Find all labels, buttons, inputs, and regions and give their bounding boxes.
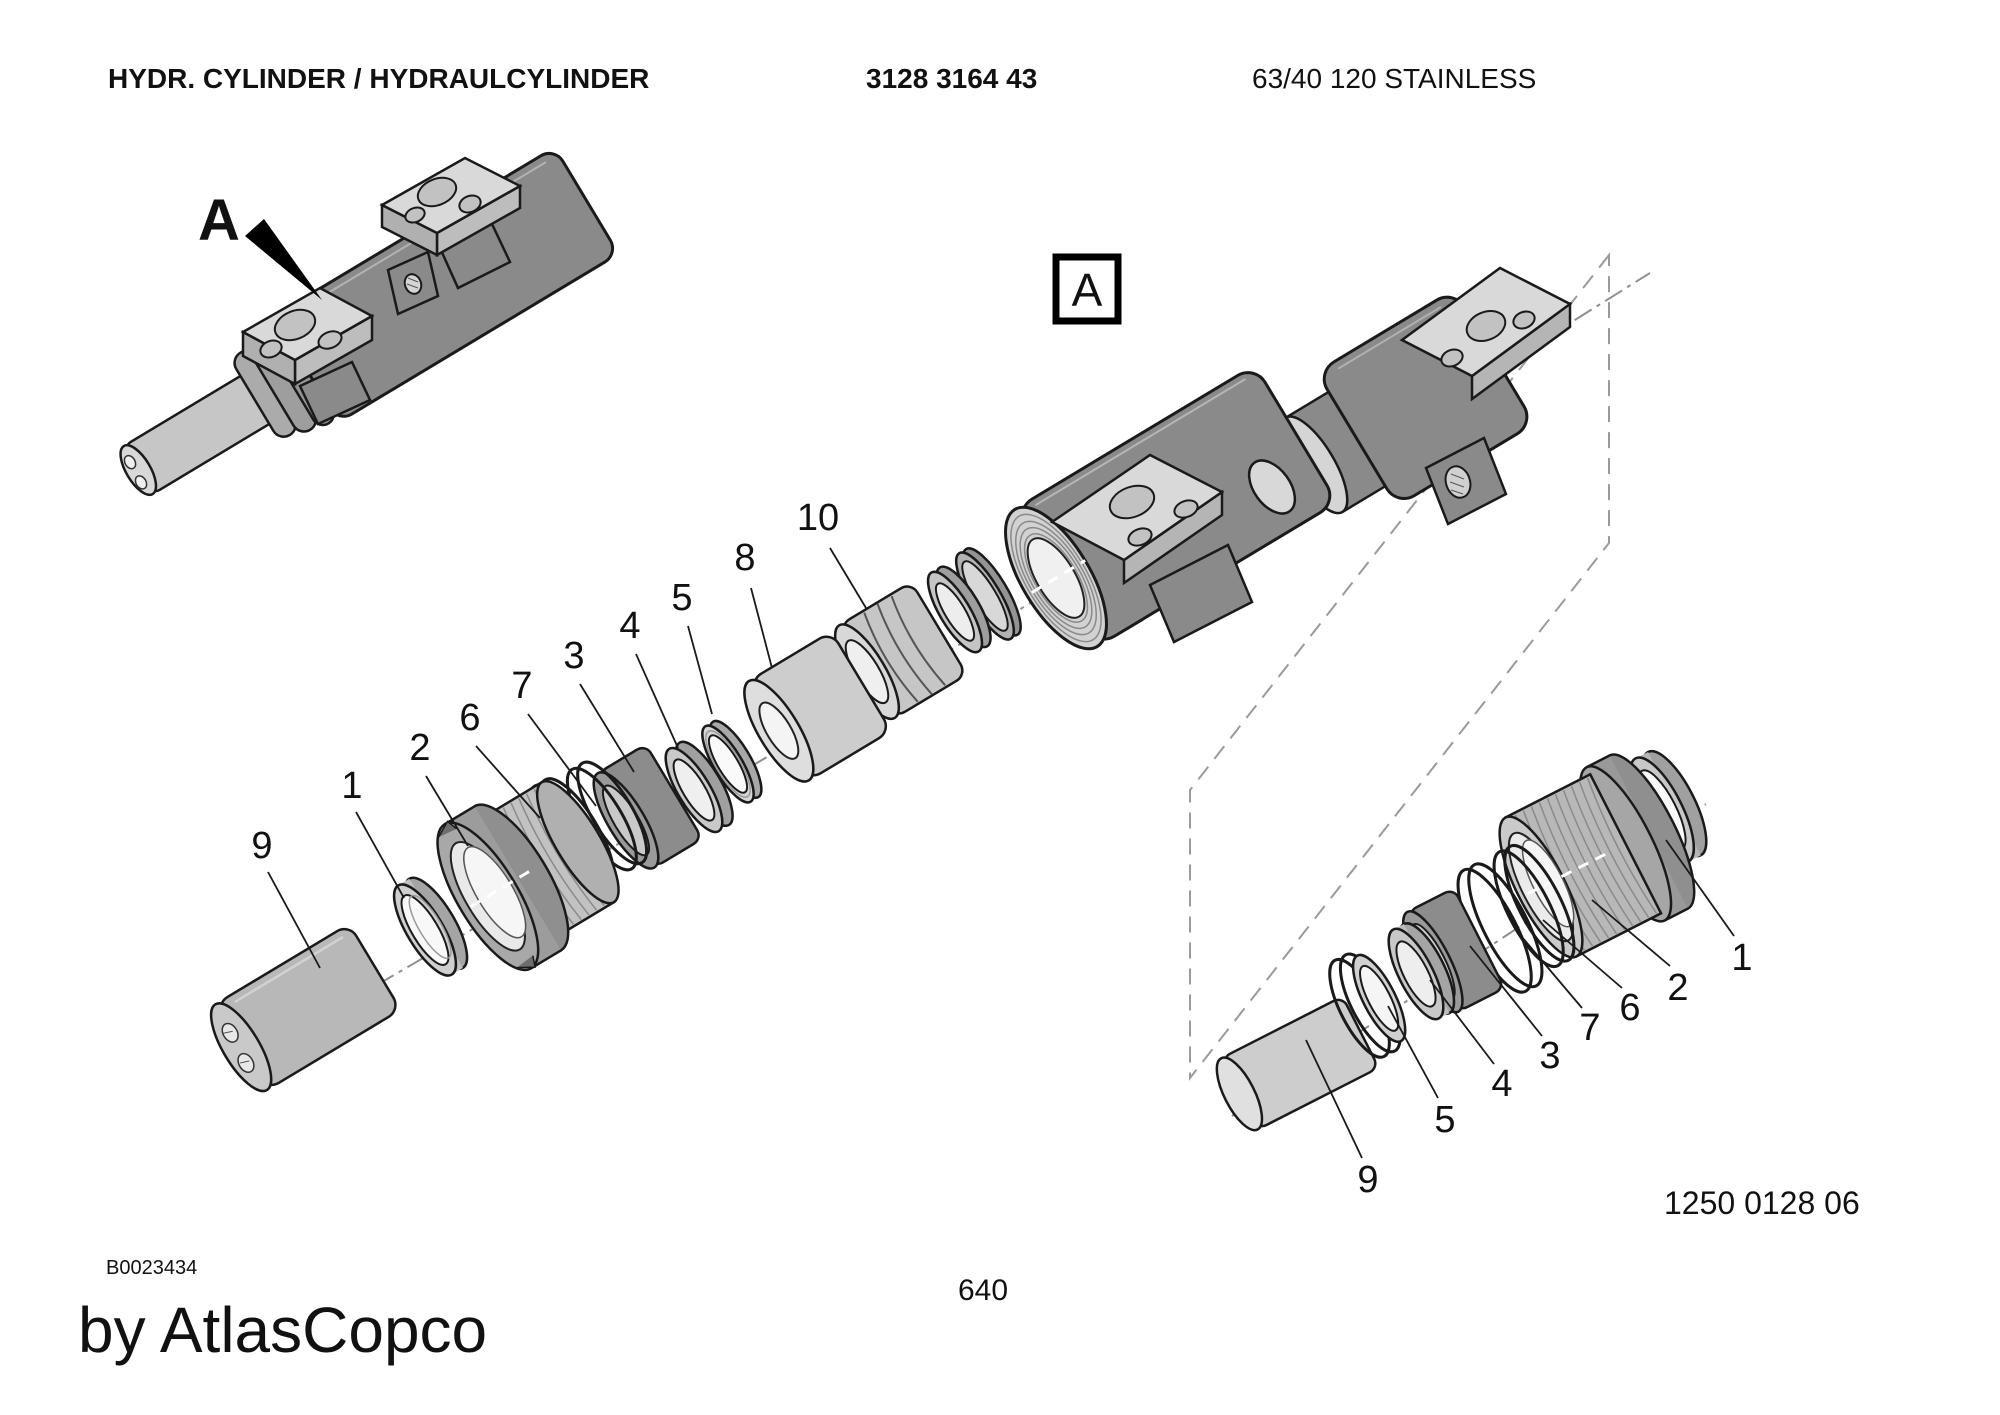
section-box-label: A [1072, 264, 1103, 316]
callout-9: 9 [251, 825, 272, 867]
plate-hole [416, 176, 458, 208]
variant-label: 63/40 120 STAINLESS [1252, 63, 1536, 94]
part-cylinder-tube [1004, 371, 1332, 651]
clevis-hole [237, 1052, 255, 1073]
detail-callout-4: 4 [1491, 1063, 1512, 1105]
view-a-label: A [198, 188, 240, 253]
center-line [469, 869, 532, 908]
plate-hole [1127, 527, 1153, 547]
plate-hole [458, 194, 482, 214]
main-view-callouts: 9 1 2 6 7 3 4 5 8 10 [251, 497, 839, 867]
center-line [1031, 559, 1086, 594]
assembled-cylinder-view [119, 151, 615, 497]
detail-callout-3: 3 [1539, 1035, 1560, 1077]
clamp-bracket [298, 360, 372, 426]
ring-inner-shade [408, 894, 452, 960]
spanner-notch [437, 820, 458, 838]
ring-hole [1359, 964, 1400, 1032]
section-box-frame [1052, 253, 1122, 325]
ring-hole [707, 734, 749, 794]
detail-callout-2: 2 [1667, 967, 1688, 1009]
callout-7: 7 [511, 665, 532, 707]
plate-hole [404, 206, 426, 224]
part-2-gland-nut [436, 779, 620, 972]
callout-6: 6 [459, 697, 480, 739]
plate-hole [1512, 310, 1536, 330]
thread-hatch [406, 277, 419, 289]
page-number: 640 [958, 1274, 1008, 1307]
wire-loop [1467, 862, 1544, 989]
detail-callout-7: 7 [1579, 1007, 1600, 1049]
pointer-wedge-icon [245, 219, 322, 300]
part-number: 3128 3164 43 [866, 63, 1037, 94]
tube-highlight [1035, 378, 1247, 506]
document-number: B0023434 [106, 1257, 197, 1279]
rod-hole [134, 475, 148, 490]
view-label-a: A [198, 188, 322, 300]
brand-signature: by AtlasCopco [78, 1294, 487, 1366]
part-10-piston [833, 585, 964, 721]
part-8-sleeve [743, 635, 888, 783]
section-plane-outline [1189, 252, 1610, 1081]
wire-loop [1503, 843, 1576, 963]
detail-part-4-ring [1387, 922, 1456, 1021]
part-9-clevis [209, 927, 397, 1093]
plate-hole [1440, 348, 1464, 368]
rod-hole [123, 454, 137, 470]
ring-hole [934, 582, 976, 642]
ring-lip [705, 730, 751, 798]
piston-grooves [863, 595, 946, 703]
detail-part-9-rod [1215, 998, 1377, 1132]
detail-part-6-wire-ring [1492, 843, 1576, 969]
detail-callout-5: 5 [1434, 1099, 1455, 1141]
detail-drawing-number: 1250 0128 06 [1664, 1185, 1860, 1221]
threaded-port [403, 273, 423, 295]
callout-8: 8 [734, 537, 755, 579]
cap-highlight [1337, 306, 1442, 370]
thread-hatch [223, 1030, 250, 1064]
center-line [1526, 851, 1609, 896]
plate-hole [1173, 499, 1199, 519]
callout-2: 2 [409, 727, 430, 769]
part-seal-ring [926, 565, 992, 654]
wire-loop [1492, 849, 1565, 969]
thread-hatch [1449, 473, 1465, 495]
ring-hole [672, 758, 716, 822]
plate-hole [1465, 310, 1507, 342]
spanner-notch [516, 955, 536, 969]
part-4-ring [664, 740, 734, 834]
ring-hole [400, 894, 450, 966]
main-exploded-view [209, 266, 1573, 1093]
barrel-end [535, 779, 620, 905]
callout-3: 3 [563, 635, 584, 677]
page-title: HYDR. CYLINDER / HYDRAULCYLINDER [108, 63, 649, 94]
tube-port [1247, 459, 1297, 515]
callout-5: 5 [671, 577, 692, 619]
plate-hole [273, 308, 317, 342]
detail-callout-1: 1 [1731, 937, 1752, 979]
part-5-ring [701, 719, 763, 804]
callout-4: 4 [619, 605, 640, 647]
detail-exploded-view [1215, 749, 1708, 1132]
clevis-hole [221, 1022, 239, 1043]
ring-hole [1395, 940, 1437, 1008]
callout-leaders [267, 547, 1735, 1159]
callout-1: 1 [341, 765, 362, 807]
section-box-a: A [1052, 253, 1122, 325]
rod-face [1215, 1056, 1264, 1132]
plate-hole [317, 330, 343, 350]
collar-edge [530, 949, 562, 970]
collar-edge [443, 805, 476, 826]
detail-view-callouts: 9 5 4 3 7 6 2 1 [1357, 937, 1752, 1201]
detail-part-5-spring-ring [1328, 952, 1407, 1059]
plate-hole [259, 339, 283, 359]
clevis-highlight [234, 935, 344, 1003]
detail-callout-6: 6 [1619, 987, 1640, 1029]
detail-callout-9: 9 [1357, 1159, 1378, 1201]
plate-hole [1108, 484, 1156, 520]
sleeve-bore [758, 701, 800, 760]
part-1-ring [392, 876, 469, 977]
callout-10: 10 [797, 497, 839, 539]
clamp-bracket [1148, 543, 1254, 644]
